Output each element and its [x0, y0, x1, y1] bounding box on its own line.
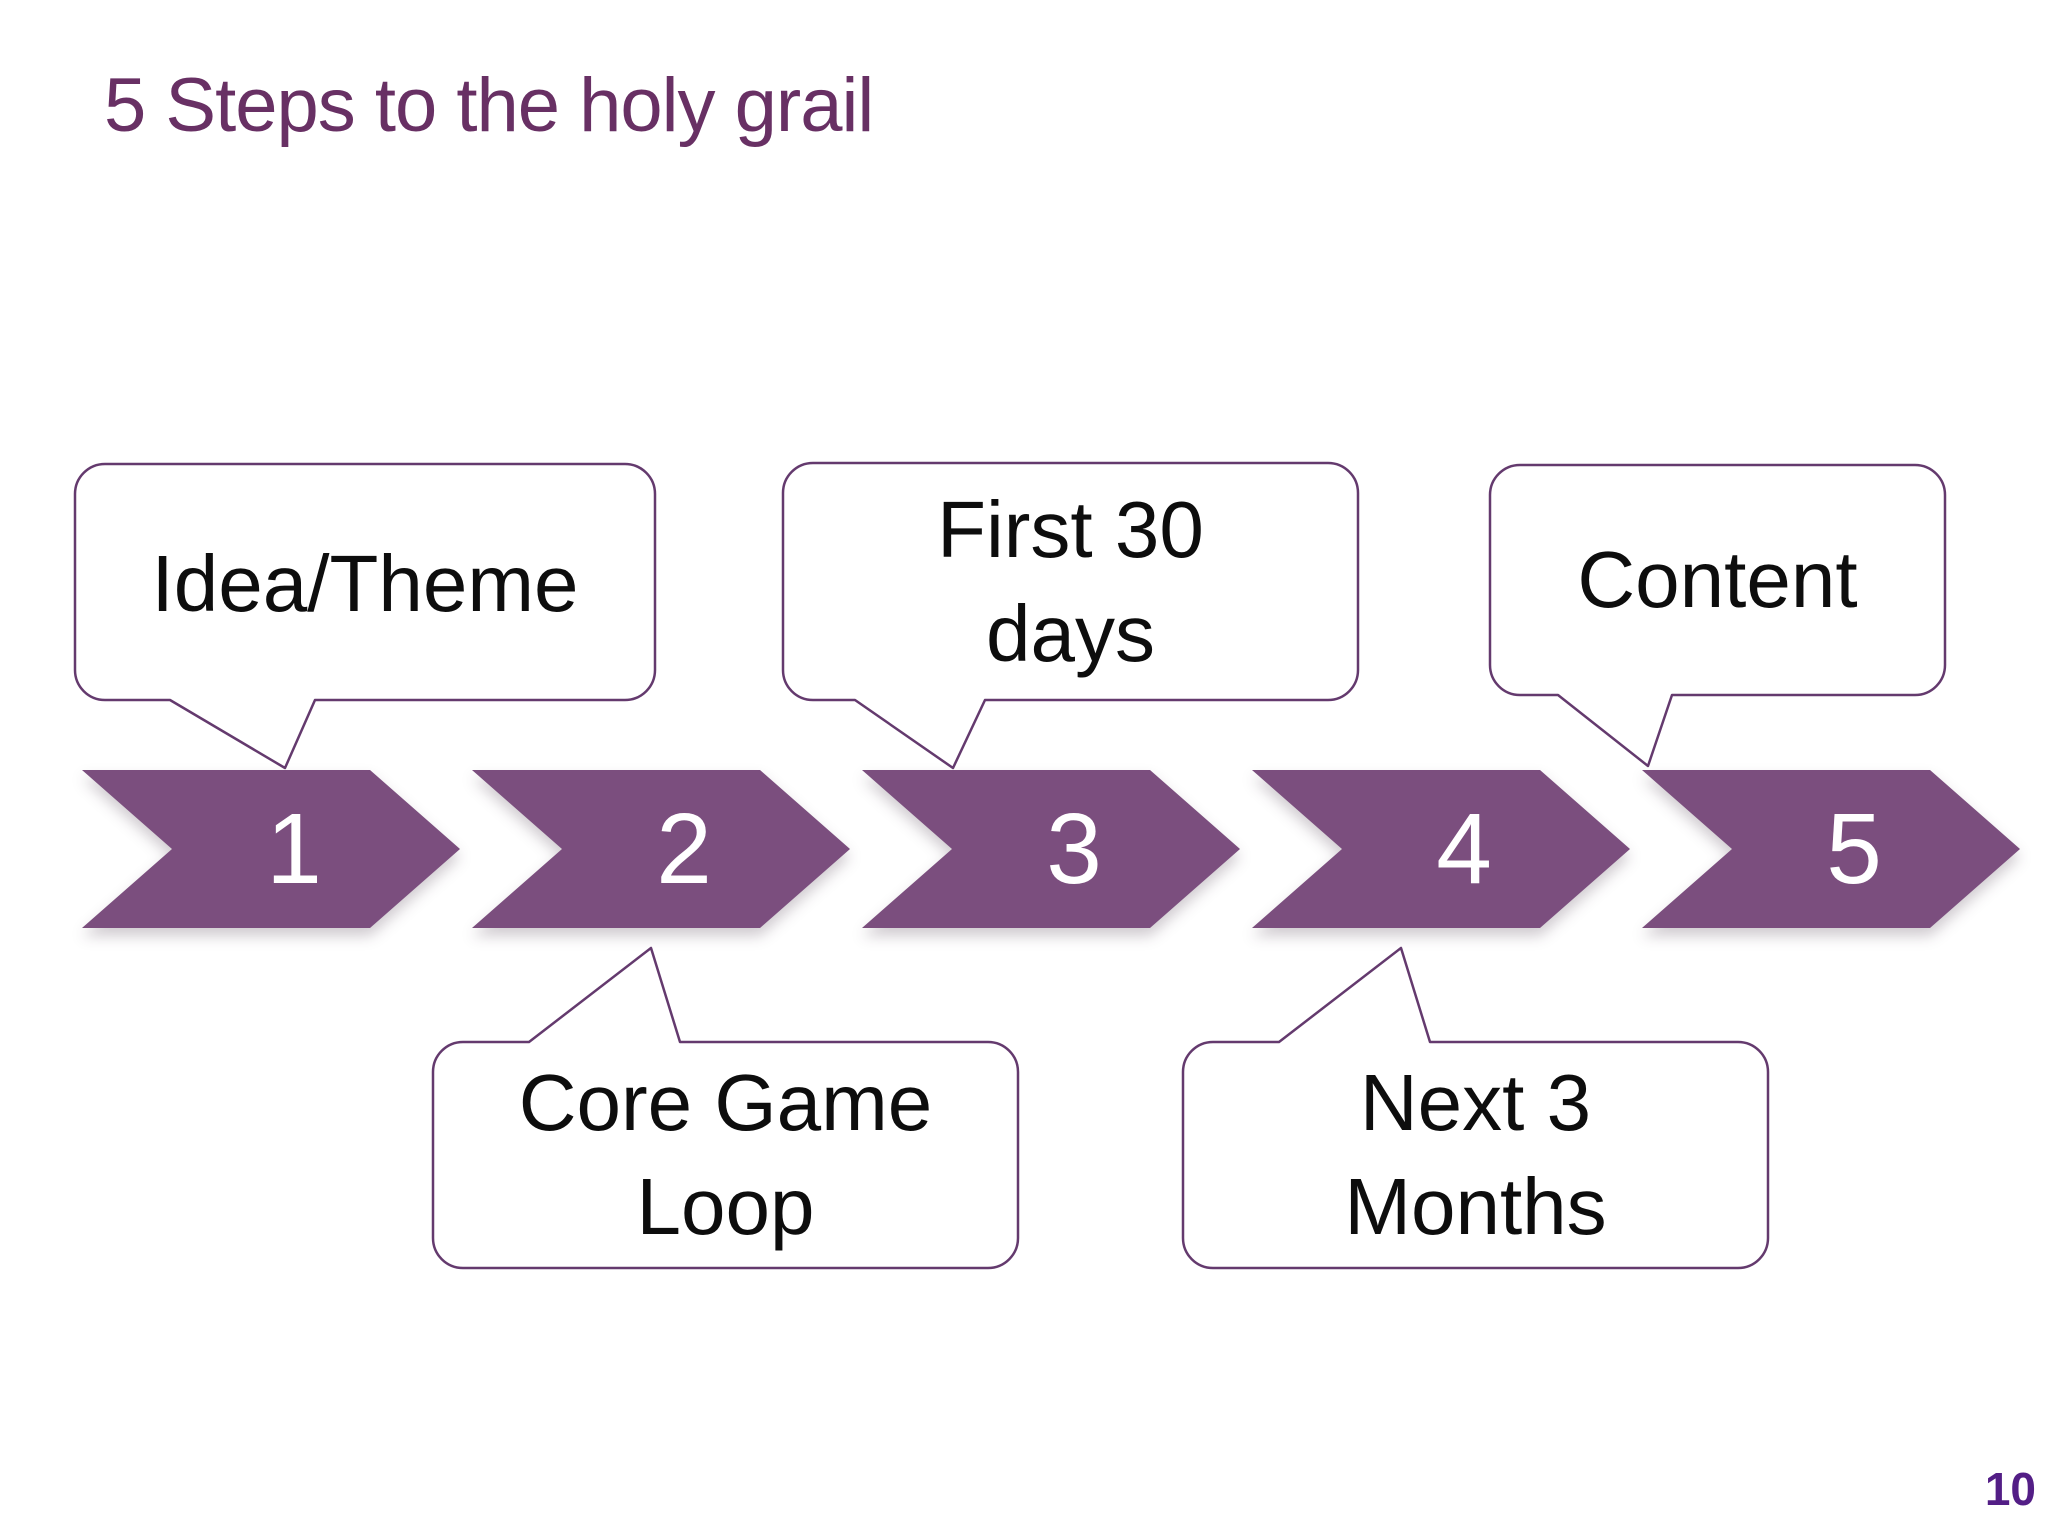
- page-title: 5 Steps to the holy grail: [104, 63, 874, 148]
- callout-label-core-game-loop: Core Game Loop: [518, 1058, 933, 1251]
- page-number: 10: [1984, 1463, 2036, 1515]
- callout-label-next-3-months: Next 3 Months: [1344, 1058, 1607, 1251]
- chevron-number-1: 1: [266, 793, 322, 905]
- callout-label-content: Content: [1577, 535, 1858, 624]
- chevron-number-5: 5: [1826, 793, 1882, 905]
- callout-bubble-core-game-loop: [431, 946, 1020, 1270]
- chevron-number-3: 3: [1046, 793, 1102, 905]
- chevron-step-5: 5: [1642, 770, 2020, 928]
- callout-label-first-30-days: First 30 days: [937, 485, 1204, 678]
- callout-bubble-next-3-months: [1181, 946, 1770, 1270]
- callout-bubble-content: [1488, 463, 1947, 768]
- chevron-step-1: 1: [82, 770, 460, 928]
- chevron-number-2: 2: [656, 793, 712, 905]
- chevron-step-2: 2: [472, 770, 850, 928]
- callout-label-idea-theme: Idea/Theme: [151, 539, 579, 628]
- chevron-shape-2: 2: [472, 770, 850, 928]
- callout-bubble-idea-theme: [73, 462, 657, 770]
- chevron-step-3: 3: [862, 770, 1240, 928]
- chevron-step-4: 4: [1252, 770, 1630, 928]
- chevron-number-4: 4: [1436, 793, 1492, 905]
- callout-bubble-first-30-days: [781, 461, 1360, 770]
